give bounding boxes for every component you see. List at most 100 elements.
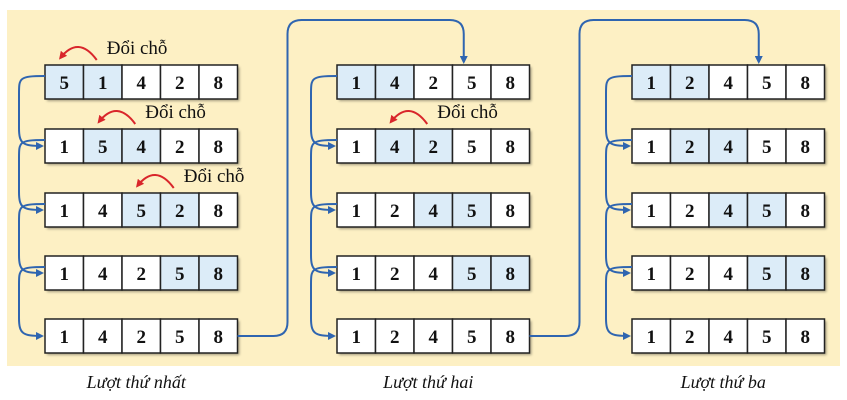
array-cell: [746, 318, 787, 354]
cell-value: 8: [214, 201, 224, 222]
next-step-arrow: [310, 266, 338, 340]
array-cell: [785, 192, 826, 228]
array-cell: [708, 318, 749, 354]
array-cell: [746, 255, 787, 291]
array-cell: [708, 64, 749, 100]
next-step-arrow: [310, 203, 338, 277]
cell-value: 2: [685, 327, 695, 348]
cell-value: 1: [352, 327, 362, 348]
array-cell: [121, 64, 162, 100]
cell-value: 1: [352, 264, 362, 285]
array-cell: [490, 192, 531, 228]
cell-value: 1: [60, 264, 70, 285]
array-cell: [44, 318, 85, 354]
cell-value: 8: [214, 327, 224, 348]
array-cell: [631, 318, 672, 354]
cell-value: 5: [467, 73, 477, 94]
array-cell: [198, 255, 239, 291]
cell-value: 1: [98, 73, 108, 94]
array-cell: [708, 255, 749, 291]
cell-value: 4: [390, 73, 400, 94]
cell-value: 8: [801, 264, 811, 285]
cell-value: 4: [98, 264, 108, 285]
swap-arrow-icon: [136, 174, 175, 189]
array-cell: [785, 128, 826, 164]
swap-arrow-icon: [59, 46, 98, 61]
cell-value: 2: [137, 264, 147, 285]
cell-value: 4: [98, 327, 108, 348]
cell-value: 4: [98, 201, 108, 222]
cell-value: 1: [647, 327, 657, 348]
array-cell: [785, 64, 826, 100]
cell-value: 5: [137, 201, 147, 222]
cell-value: 1: [647, 73, 657, 94]
array-cell: [708, 192, 749, 228]
array-cell: [121, 192, 162, 228]
cell-value: 5: [467, 327, 477, 348]
cell-value: 5: [467, 137, 477, 158]
array-cell: [413, 192, 454, 228]
array-cell: [121, 318, 162, 354]
cell-value: 2: [137, 327, 147, 348]
next-step-arrow: [605, 139, 633, 214]
cell-value: 1: [352, 73, 362, 94]
cell-value: 5: [762, 327, 772, 348]
cell-value: 1: [647, 264, 657, 285]
array-cell: [121, 255, 162, 291]
next-step-arrow: [310, 139, 338, 214]
array-cell: [490, 318, 531, 354]
array-cell: [490, 64, 531, 100]
array-cell: [490, 255, 531, 291]
array-cell: [336, 192, 377, 228]
cell-value: 8: [506, 264, 516, 285]
cell-value: 2: [175, 73, 185, 94]
cell-value: 4: [137, 137, 147, 158]
next-step-arrow: [18, 139, 46, 214]
cell-value: 2: [175, 201, 185, 222]
array-cell: [374, 128, 415, 164]
array-cell: [785, 255, 826, 291]
cell-value: 8: [801, 327, 811, 348]
cell-value: 8: [801, 137, 811, 158]
cell-value: 5: [98, 137, 108, 158]
cell-value: 1: [647, 201, 657, 222]
cell-value: 4: [429, 264, 439, 285]
cell-value: 2: [685, 264, 695, 285]
array-cell: [336, 255, 377, 291]
next-step-arrow: [605, 266, 633, 340]
array-cell: [413, 128, 454, 164]
array-cell: [159, 192, 200, 228]
diagram-background: [7, 10, 840, 366]
next-step-arrow: [18, 203, 46, 277]
cell-value: 5: [762, 73, 772, 94]
array-cell: [336, 64, 377, 100]
cell-value: 2: [390, 327, 400, 348]
cell-value: 8: [214, 73, 224, 94]
cell-value: 5: [467, 264, 477, 285]
cell-value: 1: [352, 137, 362, 158]
swap-arrow-icon: [389, 110, 429, 125]
array-cell: [669, 318, 710, 354]
array-cell: [374, 318, 415, 354]
array-cell: [746, 64, 787, 100]
cell-value: 5: [467, 201, 477, 222]
next-step-arrow: [310, 75, 338, 150]
cell-value: 4: [429, 327, 439, 348]
array-cell: [451, 128, 492, 164]
cell-value: 2: [390, 201, 400, 222]
cell-value: 8: [506, 73, 516, 94]
cell-value: 4: [429, 201, 439, 222]
cell-value: 5: [175, 327, 185, 348]
